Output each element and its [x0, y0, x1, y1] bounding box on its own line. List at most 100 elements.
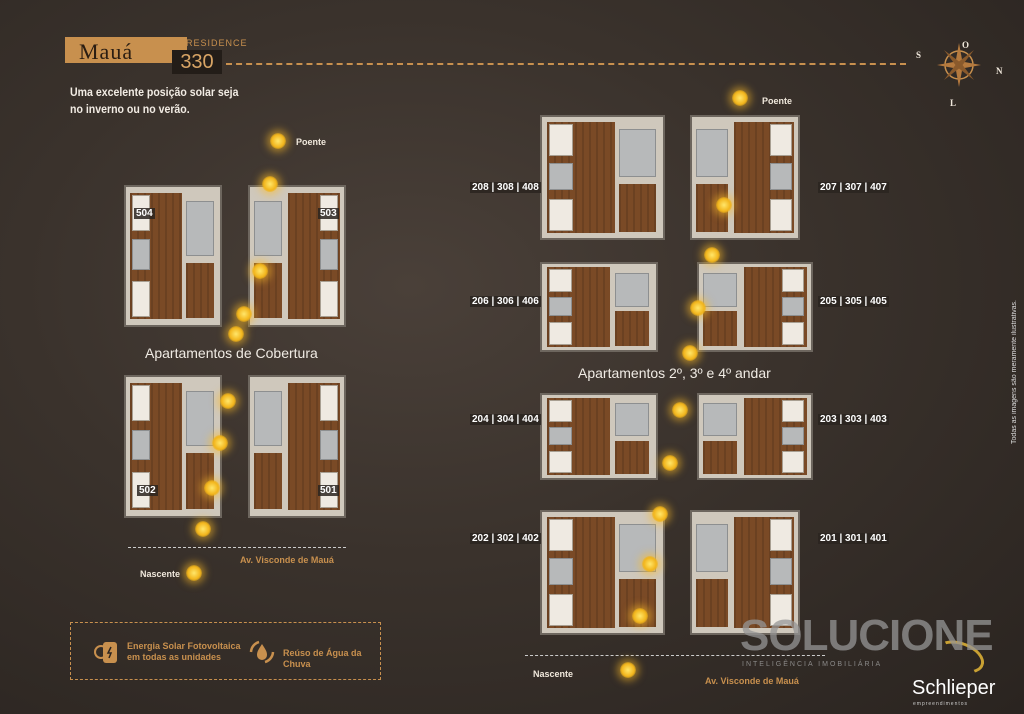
- bathroom: [781, 296, 805, 316]
- unit-502: 502: [137, 485, 158, 496]
- brand-residence: RESIDENCE: [186, 38, 248, 48]
- sun-icon: [270, 133, 286, 149]
- unit-204-304-404: 204 | 304 | 404: [470, 414, 541, 425]
- kitchen: [253, 200, 282, 256]
- sun-icon: [632, 608, 648, 624]
- floor-plan: [248, 375, 346, 518]
- bathroom: [319, 239, 339, 270]
- bedroom: [319, 385, 339, 422]
- bedroom: [319, 280, 339, 317]
- bedroom: [548, 399, 572, 422]
- bedroom: [549, 519, 574, 551]
- header-divider: [226, 63, 906, 65]
- bathroom: [781, 426, 805, 445]
- bedroom: [131, 385, 151, 422]
- right-nascente-label: Nascente: [533, 669, 574, 679]
- rain-feature-text: Reúso de Água da Chuva: [283, 648, 362, 669]
- right-street: Av. Visconde de Mauá: [705, 676, 799, 686]
- kitchen: [186, 200, 215, 256]
- compass-rose-icon: [928, 38, 990, 100]
- bedroom: [549, 594, 574, 626]
- bathroom: [549, 557, 574, 585]
- bedroom: [770, 594, 792, 626]
- dining-area: [253, 453, 282, 510]
- floor-plan: [124, 185, 222, 327]
- unit-208-308-408: 208 | 308 | 408: [470, 182, 541, 193]
- bathroom: [770, 557, 792, 585]
- kitchen: [619, 129, 656, 178]
- bathroom: [131, 239, 151, 270]
- kitchen: [253, 390, 282, 447]
- kitchen: [703, 272, 738, 307]
- unit-501: 501: [318, 485, 339, 496]
- bedroom: [781, 322, 805, 345]
- brand-logo: Mauá: [65, 37, 187, 64]
- unit-503: 503: [318, 208, 339, 219]
- bedroom: [781, 399, 805, 422]
- dining-area: [703, 440, 738, 474]
- sun-icon: [662, 455, 678, 471]
- left-poente-label: Poente: [296, 137, 327, 147]
- sun-icon: [212, 435, 228, 451]
- bathroom: [770, 162, 792, 190]
- sun-icon: [236, 306, 252, 322]
- sun-icon: [262, 176, 278, 192]
- unit-203-303-403: 203 | 303 | 403: [818, 414, 889, 425]
- sun-icon: [704, 247, 720, 263]
- unit-205-305-405: 205 | 305 | 405: [818, 296, 889, 307]
- right-poente-label: Poente: [762, 96, 793, 106]
- sun-icon: [716, 197, 732, 213]
- floor-plan: [690, 115, 800, 240]
- bedroom: [770, 519, 792, 551]
- kitchen: [703, 403, 738, 437]
- sun-icon: [732, 90, 748, 106]
- dining-area: [186, 262, 215, 319]
- bathroom: [131, 429, 151, 461]
- sun-icon: [672, 402, 688, 418]
- compass-l: L: [950, 98, 957, 108]
- sun-icon: [220, 393, 236, 409]
- left-street-line: [128, 547, 346, 548]
- bathroom: [548, 296, 572, 316]
- unit-207-307-407: 207 | 307 | 407: [818, 182, 889, 193]
- unit-206-306-406: 206 | 306 | 406: [470, 296, 541, 307]
- bedroom: [549, 124, 574, 156]
- developer-tagline: empreendimentos: [913, 701, 969, 707]
- floor-plan: [697, 262, 813, 352]
- sun-icon: [195, 521, 211, 537]
- right-street-line: [525, 655, 825, 656]
- bedroom: [781, 451, 805, 474]
- floor-plan: [690, 510, 800, 635]
- solar-battery-icon: [91, 637, 121, 667]
- sun-icon: [652, 506, 668, 522]
- water-recycle-icon: [247, 637, 277, 667]
- right-heading: Apartamentos 2º, 3º e 4º andar: [578, 365, 771, 381]
- floor-plan: [248, 185, 346, 327]
- bedroom: [781, 269, 805, 292]
- dining-area: [703, 311, 738, 346]
- dining-area: [696, 578, 729, 627]
- compass-s: S: [916, 50, 922, 60]
- developer-logo: Schlieper: [912, 677, 996, 699]
- floor-plan: [540, 262, 658, 352]
- bedroom: [548, 322, 572, 345]
- sun-icon: [642, 556, 658, 572]
- bedroom: [770, 199, 792, 231]
- solucione-tagline: INTELIGÊNCIA IMOBILIÁRIA: [742, 661, 883, 668]
- compass-o: O: [962, 40, 970, 50]
- bathroom: [319, 429, 339, 461]
- unit-202-302-402: 202 | 302 | 402: [470, 533, 541, 544]
- bedroom: [548, 451, 572, 474]
- left-street: Av. Visconde de Mauá: [240, 555, 334, 565]
- floor-plan: [697, 393, 813, 480]
- kitchen: [696, 129, 729, 178]
- floor-plan: [124, 375, 222, 518]
- sun-icon: [204, 480, 220, 496]
- bathroom: [548, 426, 572, 445]
- sun-icon: [690, 300, 706, 316]
- kitchen: [696, 524, 729, 573]
- brand-number: 330: [172, 50, 222, 74]
- left-heading: Apartamentos de Cobertura: [145, 345, 318, 361]
